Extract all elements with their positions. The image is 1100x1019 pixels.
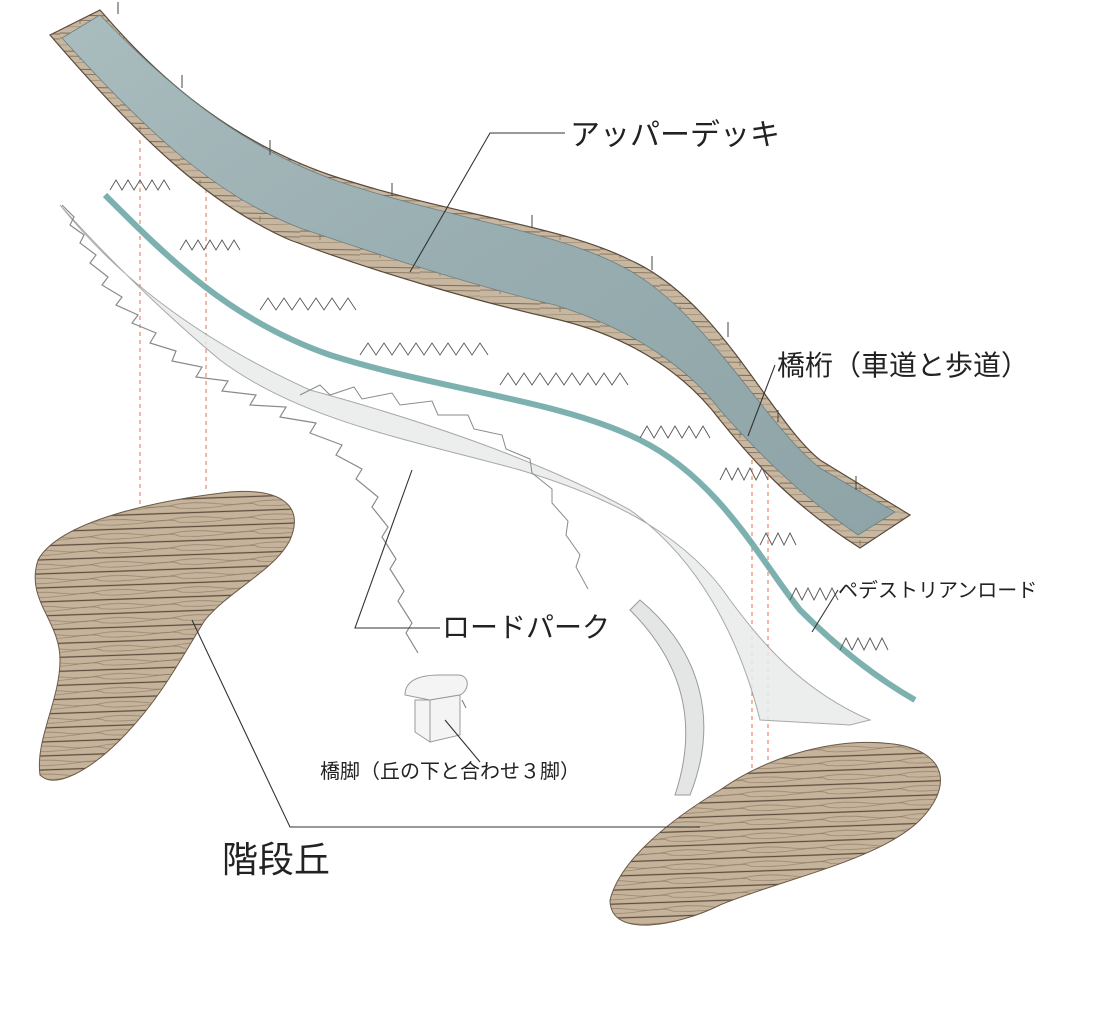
stair-hill-right <box>610 742 940 925</box>
label-upper-deck: アッパーデッキ <box>570 118 780 153</box>
stair-hill-left <box>35 491 294 780</box>
bridge-pier <box>405 675 467 742</box>
pier-body-side <box>430 695 460 742</box>
label-stair-hill: 階段丘 <box>222 840 330 881</box>
label-bridge-pier: 橋脚（丘の下と合わせ３脚） <box>320 759 580 783</box>
label-pedestrian-road: ペデストリアンロード <box>838 578 1037 602</box>
pier-mark <box>462 700 466 708</box>
leader-bridge-pier <box>445 720 480 762</box>
label-bridge-girder: 橋桁（車道と歩道） <box>777 349 1029 382</box>
label-road-park: ロードパーク <box>442 611 610 644</box>
leader-road-park <box>355 470 440 628</box>
road-park-sweep <box>630 600 704 795</box>
upper-deck <box>50 2 910 548</box>
pier-body-front <box>415 700 430 742</box>
